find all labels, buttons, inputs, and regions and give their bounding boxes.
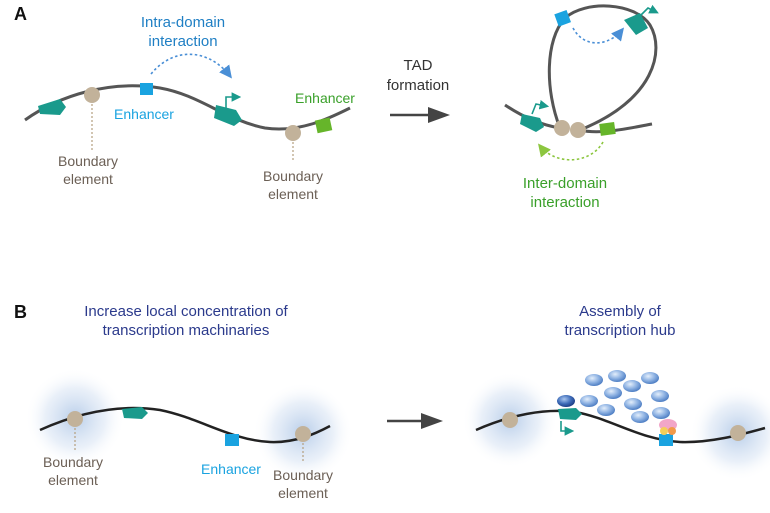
machinery-bead [585,374,603,386]
boundary-element-a-right [285,125,301,141]
boundary-element-b-left-1 [67,411,83,427]
transcription-factor-dark [557,395,575,407]
boundary-label-b-right-2: element [278,485,328,501]
enhancer-blue-b-left [225,434,239,446]
machinery-bead [641,372,659,384]
boundary-element-a-left [84,87,100,103]
enhancer-label-b: Enhancer [201,461,261,477]
boundary-label-b-right-1: Boundary [273,467,333,483]
boundary-element-a-loop-2 [570,122,586,138]
panel-b-arrow-head [421,413,443,429]
chromatin-fiber-a-left [24,84,351,131]
boundary-element-b-right-2 [730,425,746,441]
intra-label-line2: interaction [148,33,217,50]
promoter-a-loop-top [624,13,648,35]
tad-formation-arrow-head [428,107,450,123]
machinery-bead [624,398,642,410]
enhancer-blue-b-right [659,434,673,446]
tad-formation-label-2: formation [387,77,450,94]
boundary-label-a-left-1: Boundary [58,153,118,169]
promoter-b-left [122,407,148,419]
machinery-bead [608,370,626,382]
boundary-label-a-left-2: element [63,171,113,187]
panel-b-left-title-1: Increase local concentration of [84,303,288,320]
transcription-hub-beads [580,370,670,423]
tss-arrow-a-left [225,92,242,108]
machinery-bead [623,380,641,392]
enhancer-label-blue-a: Enhancer [114,106,174,122]
tss-arrow-a-loop-left [531,100,550,115]
chromatin-fiber-b-right [475,409,766,444]
inter-domain-arrow [538,141,604,161]
panel-b-left-title-2: transcription machinaries [103,322,270,339]
machinery-bead [597,404,615,416]
enhancer-blue-a [140,83,153,95]
inter-label-line1: Inter-domain [523,175,607,192]
panel-b-right-title-2: transcription hub [565,322,676,339]
panel-letter-a: A [14,4,27,24]
intra-label-line1: Intra-domain [141,14,225,31]
cofactor-yellow [660,427,668,435]
promoter-b-right [558,408,582,420]
boundary-label-b-left-2: element [48,472,98,488]
enhancer-blue-a-loop [554,9,571,27]
promoter-a-loop-left [520,114,544,132]
tad-formation-label-1: TAD [404,57,433,74]
chromatin-fiber-b-left [39,406,331,444]
machinery-bead [631,411,649,423]
inter-label-line2: interaction [530,194,599,211]
machinery-bead [651,390,669,402]
intra-domain-arrow-loop [572,27,625,44]
panel-letter-b: B [14,302,27,322]
panel-b-right-title-1: Assembly of [579,303,662,320]
tss-arrow-a-loop-top [639,4,659,17]
enhancer-label-green-a: Enhancer [295,90,355,106]
boundary-element-a-loop-1 [554,120,570,136]
cofactor-orange [668,427,676,435]
machinery-bead [652,407,670,419]
promoter-a-left-1 [38,99,66,115]
enhancer-green-a-loop [599,121,616,136]
machinery-bead [580,395,598,407]
intra-domain-arrow [150,53,232,79]
boundary-label-b-left-1: Boundary [43,454,103,470]
machinery-bead [604,387,622,399]
tss-arrow-b-right [560,421,575,436]
boundary-element-b-left-2 [295,426,311,442]
boundary-label-a-right-1: Boundary [263,168,323,184]
enhancer-green-a [314,117,333,134]
boundary-label-a-right-2: element [268,186,318,202]
boundary-element-b-right-1 [502,412,518,428]
promoter-a-left-2 [214,105,242,126]
chromatin-loop-a-right [547,4,658,132]
